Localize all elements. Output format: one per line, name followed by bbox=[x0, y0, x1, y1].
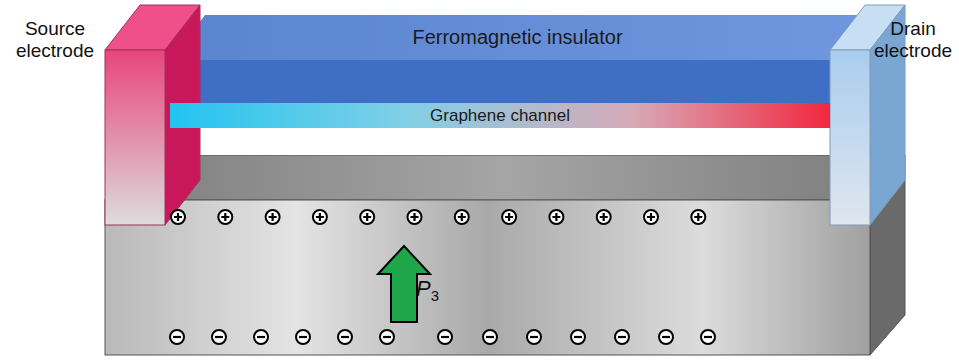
plus-sign bbox=[600, 213, 608, 221]
plus-sign bbox=[411, 213, 419, 221]
minus-sign bbox=[341, 336, 349, 338]
plus-sign bbox=[218, 210, 232, 224]
minus-sign bbox=[254, 330, 268, 344]
polarization-label: P3 bbox=[416, 276, 456, 304]
minus-sign bbox=[615, 330, 629, 344]
minus-sign bbox=[704, 336, 712, 338]
plus-sign bbox=[316, 213, 324, 221]
minus-sign bbox=[173, 336, 181, 338]
drain-label: Drain electrode bbox=[868, 18, 958, 62]
minus-sign bbox=[659, 330, 673, 344]
plus-sign bbox=[505, 213, 513, 221]
ferromagnetic-insulator: Ferromagnetic insulator bbox=[205, 15, 830, 60]
minus-sign bbox=[483, 330, 497, 344]
minus-sign bbox=[257, 336, 265, 338]
plus-sign bbox=[266, 210, 280, 224]
plus-sign bbox=[644, 210, 658, 224]
minus-sign bbox=[571, 330, 585, 344]
minus-sign bbox=[383, 336, 391, 338]
positive-charges bbox=[171, 210, 705, 224]
source-label: Source electrode bbox=[3, 18, 107, 62]
minus-sign bbox=[486, 336, 494, 338]
minus-sign bbox=[212, 330, 226, 344]
plus-sign bbox=[360, 210, 374, 224]
plus-sign bbox=[647, 213, 655, 221]
negative-charges bbox=[170, 330, 715, 344]
minus-sign bbox=[338, 330, 352, 344]
minus-sign bbox=[701, 330, 715, 344]
plus-sign bbox=[221, 213, 229, 221]
minus-sign bbox=[530, 336, 538, 338]
minus-sign bbox=[438, 330, 452, 344]
minus-sign bbox=[527, 330, 541, 344]
plus-sign bbox=[694, 213, 702, 221]
plus-sign bbox=[502, 210, 516, 224]
plus-sign bbox=[691, 210, 705, 224]
plus-sign bbox=[552, 213, 560, 221]
plus-sign bbox=[171, 210, 185, 224]
plus-sign bbox=[455, 210, 469, 224]
minus-sign bbox=[662, 336, 670, 338]
plus-sign bbox=[269, 213, 277, 221]
graphene-channel: Graphene channel bbox=[170, 103, 830, 128]
plus-sign bbox=[549, 210, 563, 224]
plus-sign bbox=[363, 213, 371, 221]
minus-sign bbox=[441, 336, 449, 338]
minus-sign bbox=[618, 336, 626, 338]
plus-sign bbox=[313, 210, 327, 224]
plus-sign bbox=[174, 213, 182, 221]
plus-sign bbox=[408, 210, 422, 224]
plus-sign bbox=[458, 213, 466, 221]
polarization-arrow bbox=[378, 246, 430, 322]
minus-sign bbox=[299, 336, 307, 338]
minus-sign bbox=[296, 330, 310, 344]
node-text: Ferromagnetic insulator bbox=[412, 26, 622, 49]
plus-sign bbox=[597, 210, 611, 224]
node-text: Graphene channel bbox=[430, 106, 570, 126]
minus-sign bbox=[215, 336, 223, 338]
minus-sign bbox=[574, 336, 582, 338]
minus-sign bbox=[380, 330, 394, 344]
minus-sign bbox=[170, 330, 184, 344]
